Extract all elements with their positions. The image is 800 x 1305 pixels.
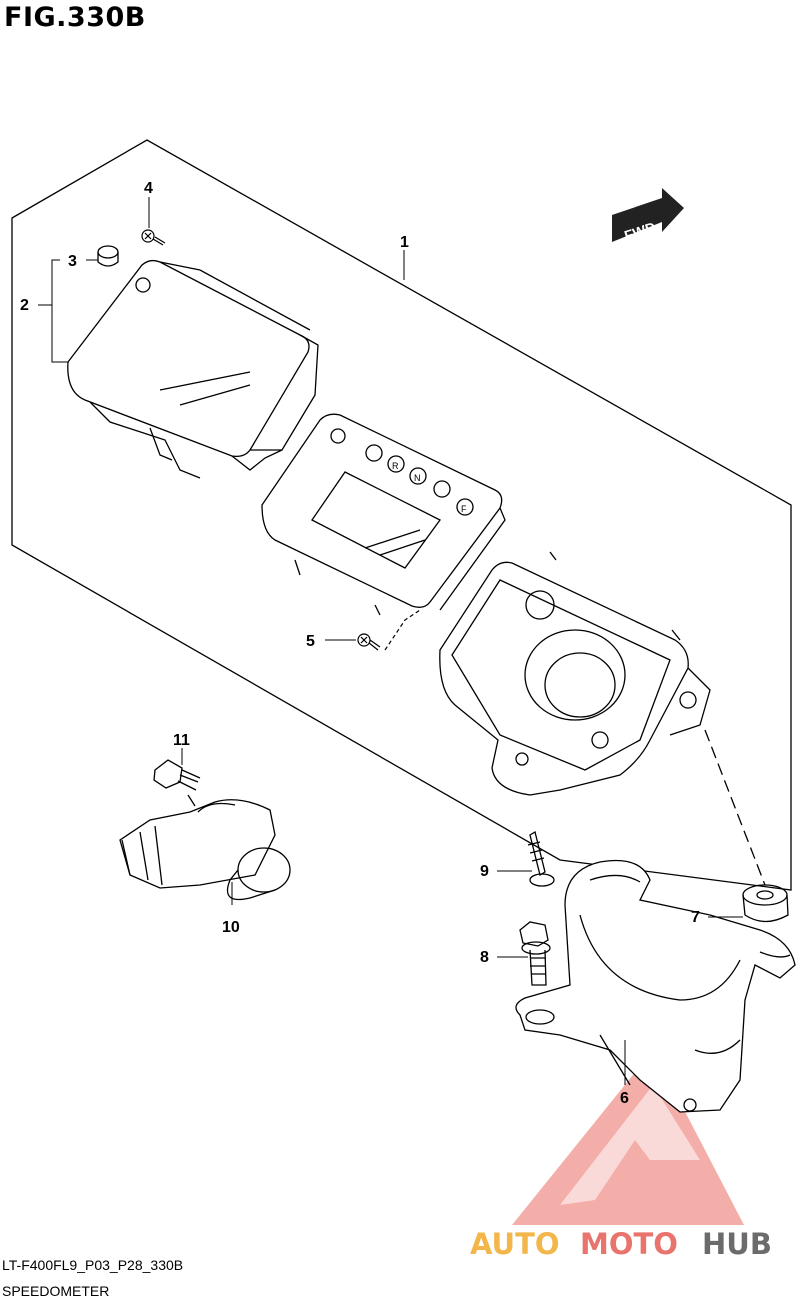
screw-part-5	[357, 609, 421, 651]
bracket-part-6	[515, 859, 796, 1113]
callout-5: 5	[306, 633, 315, 650]
grommet-part-7	[704, 729, 789, 923]
screw-part-4	[141, 229, 166, 246]
watermark-auto: AUTO	[470, 1227, 560, 1261]
meter-symbol-r: R	[392, 461, 399, 471]
watermark-logo	[512, 1050, 744, 1225]
screw-part-9	[527, 830, 555, 887]
meter-symbol-n: N	[414, 473, 421, 483]
flange-bolt-part-8	[519, 921, 551, 986]
bolt-part-11	[153, 759, 201, 791]
callout-8: 8	[480, 949, 489, 966]
watermark-text: AUTO MOTO HUB	[470, 1227, 772, 1261]
speed-sensor-part	[119, 794, 291, 901]
watermark-moto: MOTO	[580, 1227, 678, 1261]
meter-case-part	[439, 551, 711, 796]
figure-title: FIG.330B	[4, 2, 146, 33]
meter-cover-part	[67, 259, 319, 479]
callout-10: 10	[222, 919, 240, 936]
display-unit-part: R N F	[261, 413, 506, 616]
callout-4: 4	[144, 180, 153, 197]
callout-9: 9	[480, 863, 489, 880]
callout-7: 7	[691, 909, 700, 926]
cap-part	[97, 245, 119, 267]
callout-2: 2	[20, 297, 29, 314]
figure-code: LT-F400FL9_P03_P28_330B	[2, 1257, 184, 1273]
callout-1: 1	[400, 234, 409, 251]
callout-3: 3	[68, 253, 77, 270]
figure-name: SPEEDOMETER	[2, 1283, 110, 1299]
callout-11: 11	[173, 732, 190, 749]
watermark-hub: HUB	[702, 1227, 772, 1261]
leader-lines	[38, 197, 743, 1085]
fwd-arrow-icon: FWD	[612, 188, 684, 244]
callout-6: 6	[620, 1090, 629, 1107]
assembly-outline	[11, 139, 792, 891]
meter-symbol-f: F	[461, 504, 467, 514]
